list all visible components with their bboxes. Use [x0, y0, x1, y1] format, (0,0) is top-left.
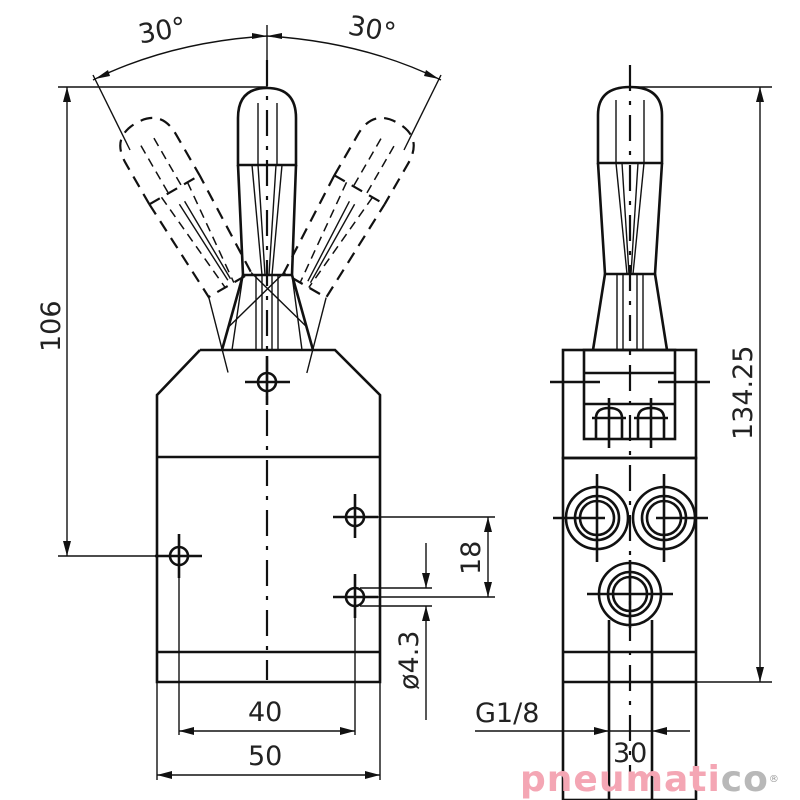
side-body [561, 456, 698, 800]
side-view [550, 65, 710, 800]
lever-grip [236, 164, 298, 277]
lever-ghost-left [119, 116, 308, 373]
port-upper-left [553, 474, 630, 562]
port-lower-center [587, 560, 673, 628]
angle-label-left: 30° [136, 12, 189, 51]
lever-ghost-right [227, 116, 415, 374]
dim-hole-diameter: ø4.3 [394, 631, 425, 690]
port-upper-right [631, 474, 708, 562]
angle-label-right: 30° [346, 10, 399, 49]
side-dimensions: 134.25 G1/8 30 [475, 86, 772, 769]
front-dimensions: 30° 30° 106 18 ø4.3 40 [36, 10, 495, 780]
dim-hole-spacing-vertical: 18 [456, 541, 487, 575]
port-thread-label: G1/8 [475, 698, 539, 729]
dim-hole-spacing-horizontal: 40 [248, 697, 282, 728]
logo-text-end: co [720, 759, 769, 800]
dim-port-spacing: 30 [613, 738, 647, 769]
hole-top [245, 356, 290, 405]
side-head-inner [582, 348, 677, 441]
brand-logo: pneumatico® [520, 760, 780, 800]
registered-mark: ® [768, 774, 780, 785]
logo-text-main: pneumati [520, 759, 721, 800]
dim-height-front: 106 [36, 300, 67, 352]
side-lever-grip [596, 162, 664, 276]
lever-knob [236, 86, 298, 167]
dim-height-side: 134.25 [728, 346, 759, 440]
dim-body-width: 50 [248, 741, 282, 772]
front-view [119, 60, 415, 684]
hole-right-upper [333, 494, 378, 538]
